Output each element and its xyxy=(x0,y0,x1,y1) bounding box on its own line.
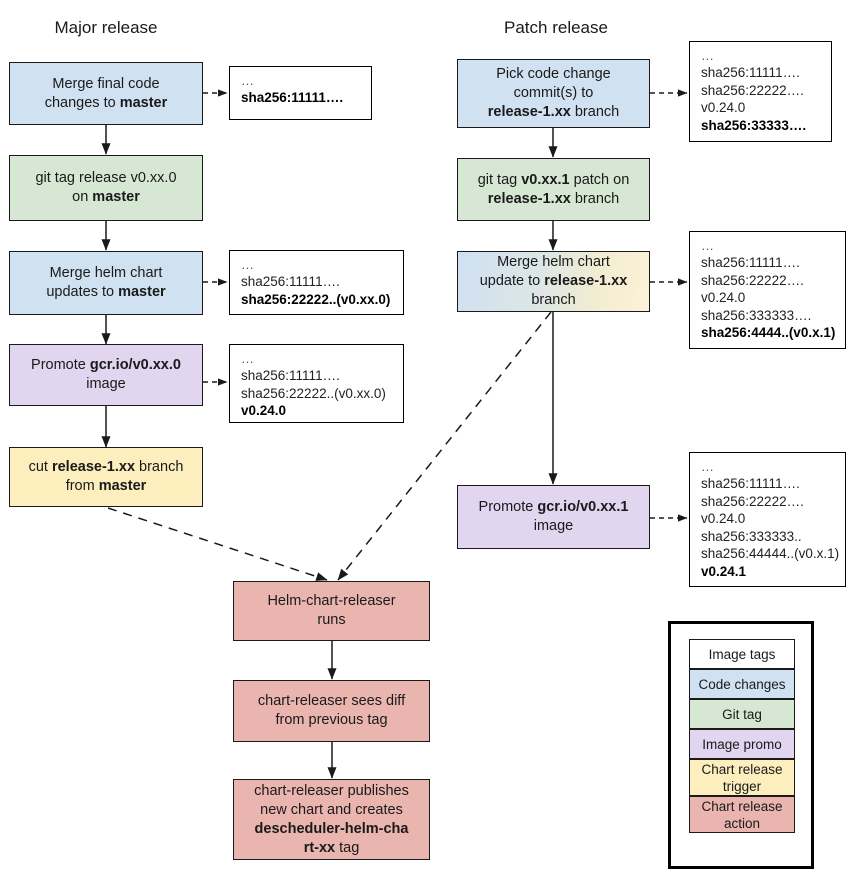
legend-label-git-tag: Git tag xyxy=(722,706,762,722)
legend-item-git-tag: Git tag xyxy=(689,699,795,729)
tagbox-after-promote-image: …sha256:11111….sha256:22222..(v0.xx.0)v0… xyxy=(229,344,404,423)
legend-label-image-tags: Image tags xyxy=(708,646,776,662)
legend-item-image-promo: Image promo xyxy=(689,729,795,759)
tagbox-after-merge-helm-chart: …sha256:11111….sha256:22222..(v0.xx.0) xyxy=(229,250,404,315)
legend-item-chart-release-action: Chart release action xyxy=(689,796,795,833)
legend-label-code-changes: Code changes xyxy=(698,676,786,692)
legend-panel: Image tags Code changes Git tag Image pr… xyxy=(668,621,814,869)
legend-label-chart-release-action: Chart release action xyxy=(701,798,783,831)
legend-item-image-tags: Image tags xyxy=(689,639,795,669)
legend-items: Image tags Code changes Git tag Image pr… xyxy=(689,639,795,833)
legend-label-chart-release-trigger: Chart release trigger xyxy=(701,761,783,794)
major-release-title: Major release xyxy=(54,18,158,37)
legend-label-image-promo: Image promo xyxy=(702,736,782,752)
legend-item-code-changes: Code changes xyxy=(689,669,795,699)
legend-item-chart-release-trigger: Chart release trigger xyxy=(689,759,795,796)
tagbox-after-merge-final-code: …sha256:11111…. xyxy=(229,66,372,120)
patch-release-title: Patch release xyxy=(504,18,608,37)
